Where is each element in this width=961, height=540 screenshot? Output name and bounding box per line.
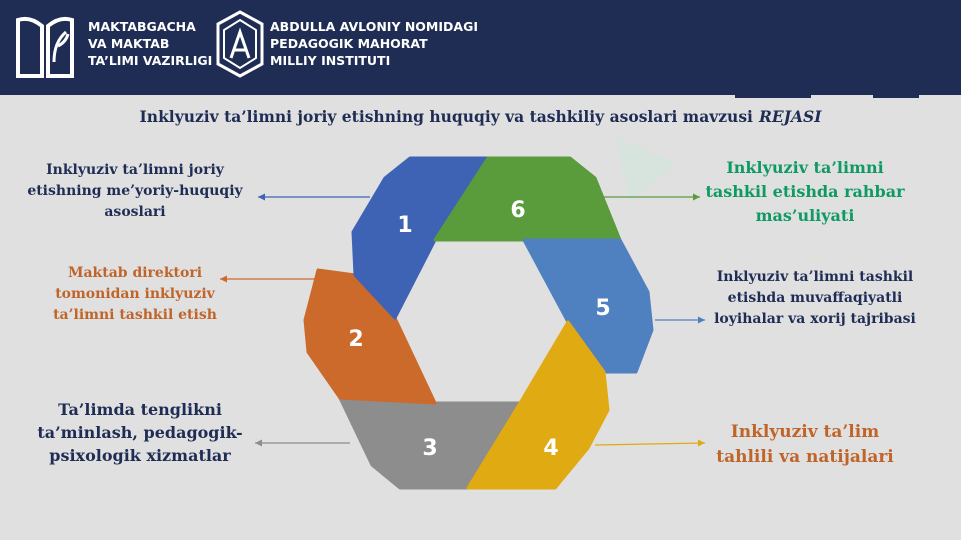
segment-2-label: Maktab direktori tomonidan inklyuziv ta’li… xyxy=(30,263,240,326)
segment-4-connector xyxy=(594,442,706,446)
page-title: Inklyuziv ta’limni joriy etishning huquq… xyxy=(139,107,822,126)
segment-4-arrowhead xyxy=(698,439,705,447)
segment-4 xyxy=(466,320,610,490)
segment-6-label: Inklyuziv ta’limni tashkil etishda rahbar… xyxy=(695,156,915,228)
segment-3-label-line: Ta’limda tenglikni xyxy=(58,400,222,419)
header-banner: MAKTABGACHA VA MAKTAB TA’LIMI VAZIRLIGI … xyxy=(0,0,961,95)
segment-6-number: 6 xyxy=(510,198,525,223)
divider-line xyxy=(900,81,918,84)
institute-logo-icon xyxy=(216,10,264,78)
segment-5-label: Inklyuziv ta’limni tashkil etishda muvaff… xyxy=(705,267,925,330)
segment-3-label: Ta’limda tenglikni ta’minlash, pedagogik-… xyxy=(20,398,260,467)
segment-6-label-line: mas’uliyati xyxy=(755,206,855,225)
institute-name: ABDULLA AVLONIY NOMIDAGI PEDAGOGIK MAHOR… xyxy=(270,19,478,68)
segment-4-label-line: Inklyuziv ta’lim xyxy=(730,422,880,442)
segment-1-arrowhead xyxy=(258,193,265,201)
segment-3-arrowhead xyxy=(255,439,262,447)
segment-5-label-line: Inklyuziv ta’limni tashkil xyxy=(716,269,914,285)
segment-4-number: 4 xyxy=(543,436,558,461)
segment-1-label-line: Inklyuziv ta’limni joriy xyxy=(46,162,224,178)
segment-2-arrowhead xyxy=(220,275,227,283)
segment-2-label-line: tomonidan inklyuziv xyxy=(55,286,215,302)
segment-5-number: 5 xyxy=(595,296,610,321)
segment-4-label-line: tahlili va natijalari xyxy=(716,447,894,467)
divider-line xyxy=(873,95,919,98)
segment-3-number: 3 xyxy=(422,436,437,461)
segment-6-label-line: tashkil etishda rahbar xyxy=(705,182,905,201)
segment-3-label-line: ta’minlash, pedagogik- xyxy=(37,423,243,442)
segment-2-number: 2 xyxy=(348,327,363,352)
segment-2-label-line: ta’limni tashkil etish xyxy=(53,307,217,323)
segment-1-number: 1 xyxy=(397,213,412,238)
segment-6-label-line: Inklyuziv ta’limni xyxy=(726,158,884,177)
segment-6-arrowhead xyxy=(693,193,700,201)
segment-1-label-line: asoslari xyxy=(104,204,166,220)
segment-5-label-line: loyihalar va xorij tajribasi xyxy=(714,311,916,327)
segment-2-label-line: Maktab direktori xyxy=(67,265,203,281)
segment-1-label: Inklyuziv ta’limni joriy etishning me’yor… xyxy=(20,160,250,223)
segment-3-label-line: psixologik xizmatlar xyxy=(49,446,231,465)
segment-4-label: Inklyuziv ta’lim tahlili va natijalari xyxy=(705,420,905,470)
ministry-logo-icon xyxy=(16,16,74,78)
divider-line xyxy=(735,95,811,98)
segment-2 xyxy=(303,268,437,405)
segment-1-label-line: etishning me’yoriy-huquqiy xyxy=(27,183,243,199)
ministry-name: MAKTABGACHA VA MAKTAB TA’LIMI VAZIRLIGI xyxy=(88,19,213,68)
divider-line xyxy=(735,81,811,84)
segment-5-arrowhead xyxy=(698,316,705,324)
segment-5-label-line: etishda muvaffaqiyatli xyxy=(727,290,903,306)
